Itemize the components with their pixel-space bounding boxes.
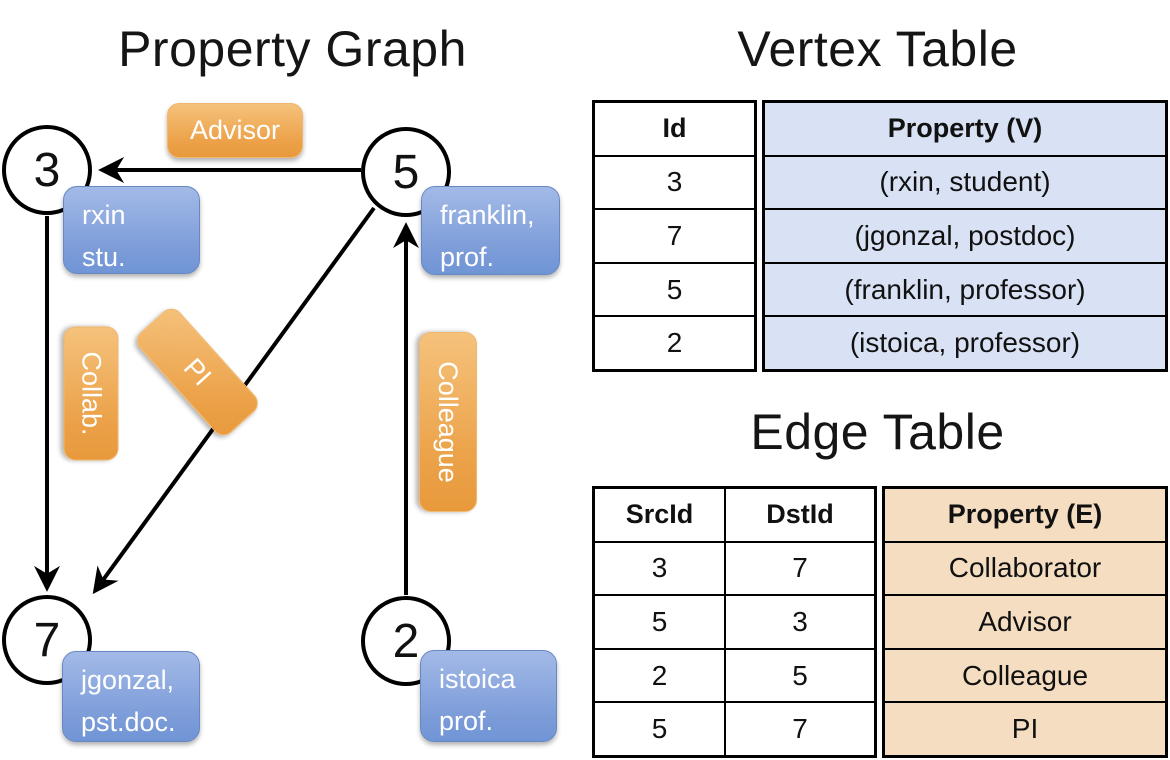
vertex-property-line: jgonzal,: [81, 665, 175, 695]
edge-label-collab: Collab.: [63, 326, 119, 461]
edge-label-text: PI: [178, 352, 218, 392]
column-header-property-e: Property (E): [885, 489, 1165, 541]
table-cell: 5: [724, 649, 874, 702]
column-header-dstid: DstId: [724, 489, 874, 541]
table-cell: 5: [651, 713, 668, 745]
edge-table: SrcId DstId 3 7 5 3 2 5 5 7 Property (E)…: [592, 486, 1168, 758]
edge-label-text: Collab.: [76, 351, 107, 436]
table-header-row: SrcId DstId: [595, 489, 874, 541]
property-graph-title: Property Graph: [118, 21, 467, 77]
table-cell: 5: [595, 261, 754, 316]
edge-label-text: Advisor: [189, 115, 281, 145]
vertex-property-line: istoica: [439, 664, 516, 694]
column-header-property-v: Property (V): [765, 103, 1165, 155]
table-row: 5 3: [595, 594, 874, 648]
vertex-table-id-column: Id 3 7 5 2: [592, 100, 757, 372]
vertex-circle-2: 2: [361, 596, 451, 686]
vertex-table-property-column: Property (V) (rxin, student) (jgonzal, p…: [762, 100, 1168, 372]
table-cell: (franklin, professor): [765, 261, 1165, 316]
table-cell: (jgonzal, postdoc): [765, 208, 1165, 262]
vertex-property-box-jgonzal: jgonzal, pst.doc.: [62, 651, 200, 742]
table-cell: Colleague: [885, 647, 1165, 702]
table-cell: (istoica, professor): [765, 315, 1165, 369]
table-cell: Collaborator: [885, 540, 1165, 595]
table-cell: 2: [651, 659, 668, 691]
table-cell: 7: [724, 542, 874, 595]
table-cell: 3: [724, 596, 874, 648]
edge-label-colleague: Colleague: [419, 332, 477, 512]
table-cell: 3: [651, 552, 668, 584]
edge-label-advisor: Advisor: [167, 103, 303, 158]
vertex-table-title: Vertex Table: [737, 21, 1018, 77]
table-cell: (rxin, student): [765, 154, 1165, 209]
vertex-circle-5: 5: [361, 127, 451, 217]
table-row: 2 5: [595, 647, 874, 702]
table-cell: 2: [595, 315, 754, 369]
vertex-property-box-rxin: rxin stu.: [63, 186, 200, 274]
table-row: 5 7: [595, 701, 874, 755]
edge-label-text: Colleague: [433, 361, 464, 483]
column-header-srcid: SrcId: [625, 499, 694, 530]
vertex-property-box-franklin: franklin, prof.: [421, 186, 560, 275]
table-cell: 7: [595, 208, 754, 262]
vertex-id: 5: [392, 145, 420, 199]
edge-table-ids-columns: SrcId DstId 3 7 5 3 2 5 5 7: [592, 486, 877, 758]
vertex-id: 3: [33, 143, 61, 197]
table-cell: 5: [651, 605, 668, 637]
table-row: 3 7: [595, 540, 874, 595]
table-cell: 7: [724, 703, 874, 755]
vertex-id: 7: [33, 613, 61, 667]
vertex-table: Id 3 7 5 2 Property (V) (rxin, student) …: [592, 100, 1168, 372]
edge-table-title: Edge Table: [750, 404, 1005, 460]
vertex-property-line: stu.: [82, 241, 126, 272]
table-cell: 3: [595, 154, 754, 209]
vertex-id: 2: [392, 614, 420, 668]
column-header-id: Id: [662, 113, 687, 144]
vertex-property-line: franklin,: [440, 200, 535, 230]
vertex-property-line: prof.: [439, 705, 494, 736]
vertex-property-line: prof.: [440, 241, 495, 272]
vertex-property-line: rxin: [82, 200, 126, 230]
vertex-property-box-istoica: istoica prof.: [420, 650, 557, 742]
edge-table-property-column: Property (E) Collaborator Advisor Collea…: [882, 486, 1168, 758]
table-cell: PI: [885, 701, 1165, 755]
vertex-property-line: pst.doc.: [81, 706, 176, 737]
table-cell: Advisor: [885, 594, 1165, 648]
